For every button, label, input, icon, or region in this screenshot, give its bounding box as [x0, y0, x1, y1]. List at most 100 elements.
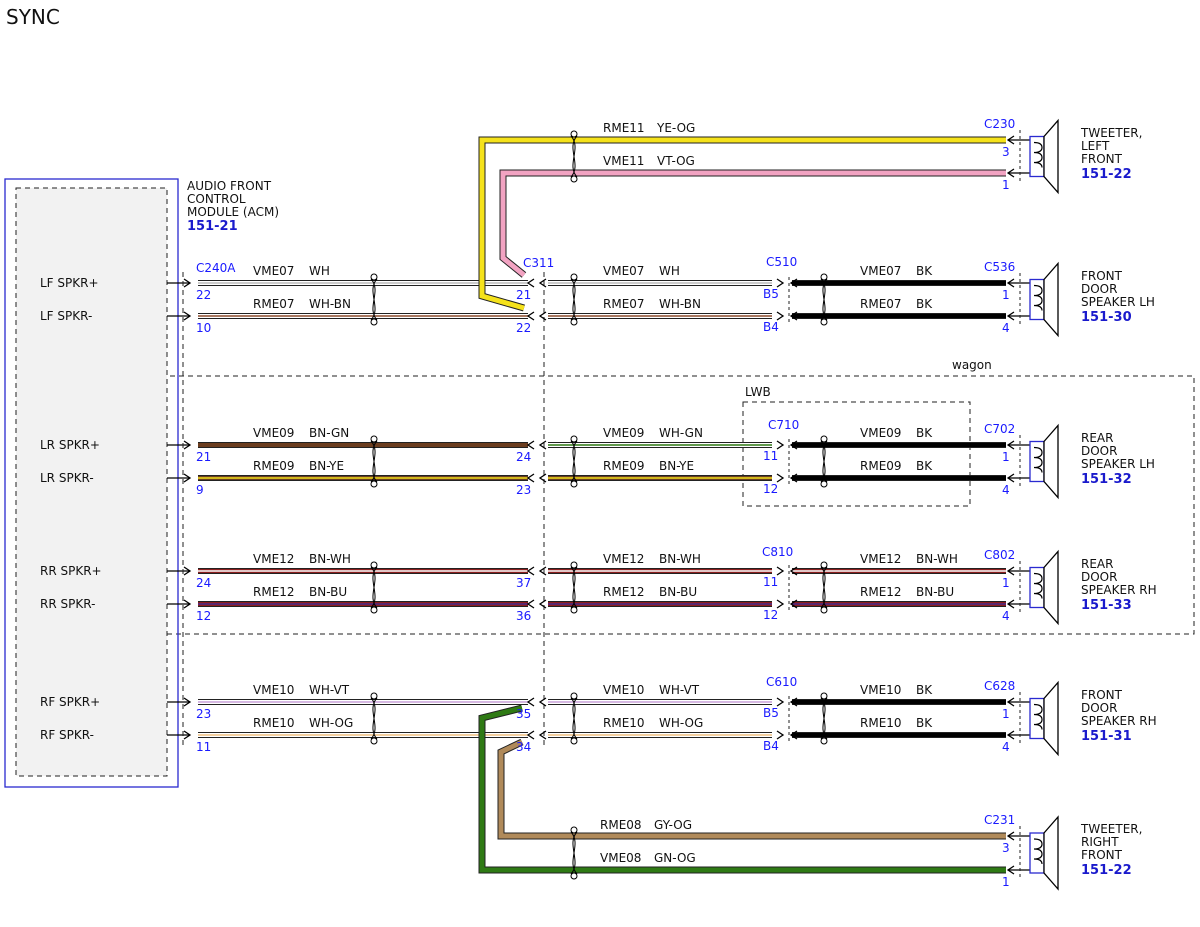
twist-top-twr: [570, 826, 578, 834]
c311-arrow-b-3: [538, 473, 547, 483]
lwb-zone: [742, 401, 971, 507]
speaker-cone-fd_rh: [1043, 680, 1059, 757]
twist-top-lr-b: [570, 435, 578, 443]
wire-color-lr_minus_a: BN-YE: [309, 459, 344, 473]
c510-label: C510: [766, 255, 797, 269]
pin-number-0: 22: [196, 288, 211, 302]
wire-circuit-rf_plus_c: VME10: [860, 683, 901, 697]
speaker-name3-rd_rh: SPEAKER RH: [1081, 583, 1157, 597]
c311-arrow-b-6: [538, 697, 547, 707]
wire-color-rr_minus_a: BN-BU: [309, 585, 347, 599]
c311-pin-1: 22: [516, 321, 531, 335]
twist-top-lr-c: [820, 435, 828, 443]
speaker-connector-fd_lh: C536: [984, 260, 1015, 274]
speaker-cone-tw_right: [1043, 815, 1059, 891]
c510-pin-a: B5: [763, 287, 779, 301]
speaker-name1-fd_rh: FRONT: [1081, 688, 1123, 702]
speaker-connector-tw_left: C230: [984, 117, 1015, 131]
speaker-pin-a-rd_lh: 1: [1002, 450, 1010, 464]
speaker-pin-b-tw_right: 1: [1002, 875, 1010, 889]
c710-arrow-1: [776, 473, 785, 483]
c311-arrow-b-5: [538, 599, 547, 609]
speaker-pin-a-fd_lh: 1: [1002, 288, 1010, 302]
speaker-name1-tw_left: TWEETER,: [1080, 126, 1142, 140]
speaker-name2-rd_rh: DOOR: [1081, 570, 1117, 584]
wire-color-lr_minus_c: BK: [916, 459, 933, 473]
c510-arrow-1: [776, 311, 785, 321]
pin-label-5: RR SPKR-: [40, 597, 95, 611]
c311-arrow-a-2: [526, 440, 535, 450]
twist-top-lf-a: [370, 273, 378, 281]
twist-bot-lr-a: [370, 480, 378, 488]
wire-circuit-lf_minus_c: RME07: [860, 297, 902, 311]
pin-number-5: 12: [196, 609, 211, 623]
c311-arrow-a-6: [526, 697, 535, 707]
wire-circuit-lr_minus_c: RME09: [860, 459, 902, 473]
speaker-name2-tw_left: LEFT: [1081, 139, 1110, 153]
c510-pin-b: B4: [763, 320, 779, 334]
pin-arrow-4: [183, 566, 192, 576]
c311-label: C311: [523, 256, 554, 270]
c610-label: C610: [766, 675, 797, 689]
c510-arrow-r-0: [789, 278, 798, 288]
wire-color-lr_plus_c: BK: [916, 426, 933, 440]
c311-pin-5: 36: [516, 609, 531, 623]
speaker-coil-rd_rh: [1033, 572, 1043, 599]
acm-name-line1: AUDIO FRONT: [187, 179, 272, 193]
pin-arrow-0: [183, 278, 192, 288]
wire-color-rr_plus_c: BN-WH: [916, 552, 958, 566]
wire-color-rr_minus_b: BN-BU: [659, 585, 697, 599]
twist-b-rf-b: [570, 697, 578, 740]
speaker-coil-rd_lh: [1033, 446, 1043, 473]
acm-name-line3: MODULE (ACM): [187, 205, 279, 219]
pin-arrow-3: [183, 473, 192, 483]
wire-circuit-lf_plus_c: VME07: [860, 264, 901, 278]
c610-arrow-0: [776, 697, 785, 707]
wire-color-tw_right_2: GN-OG: [654, 851, 696, 865]
wire-tw_left_2: [500, 170, 1006, 277]
wire-circuit-lf_minus_b: RME07: [603, 297, 645, 311]
speaker-name3-fd_lh: SPEAKER LH: [1081, 295, 1155, 309]
c311-pin-0: 21: [516, 288, 531, 302]
speaker-ref-fd_rh: 151-31: [1081, 729, 1132, 744]
c710-arrow-r-0: [789, 440, 798, 450]
c810-label: C810: [762, 545, 793, 559]
wire-color-rr_minus_c: BN-BU: [916, 585, 954, 599]
twist-bot-lr-b: [570, 480, 578, 488]
speaker-cone-rd_rh: [1043, 549, 1059, 626]
c311-arrow-a-7: [526, 730, 535, 740]
twist-top-lf-c: [820, 273, 828, 281]
speaker-ref-tw_left: 151-22: [1081, 167, 1132, 182]
twist-bot-lf-c: [820, 318, 828, 326]
twist-bot-twr: [570, 872, 578, 880]
wire-color-lf_plus_a: WH: [309, 264, 330, 278]
c311-arrow-b-4: [538, 566, 547, 576]
speaker-cone-tw_left: [1043, 118, 1059, 195]
wire-color-rr_plus_a: BN-WH: [309, 552, 351, 566]
wire-circuit-rf_minus_c: RME10: [860, 716, 902, 730]
c710-label: C710: [768, 418, 799, 432]
wire-circuit-tw_left_1: RME11: [603, 121, 645, 135]
twist-b-lf-a: [370, 278, 378, 321]
speaker-name2-tw_right: RIGHT: [1081, 835, 1119, 849]
wire-color-tw_right_1: GY-OG: [654, 818, 692, 832]
speakers-layer: C23031TWEETER,LEFTFRONT151-22C53614FRONT…: [984, 117, 1157, 891]
c311-pin-3: 23: [516, 483, 531, 497]
inline-connectors-layer: 2122242337363534C510B5B4C7101112C8101112…: [516, 255, 799, 754]
wire-circuit-rr_plus_b: VME12: [603, 552, 644, 566]
pin-number-7: 11: [196, 740, 211, 754]
pin-arrow-5: [183, 599, 192, 609]
twist-top-lf-b: [570, 273, 578, 281]
wire-color-lf_minus_c: BK: [916, 297, 933, 311]
c810-arrow-0: [776, 566, 785, 576]
wire-circuit-rf_plus_a: VME10: [253, 683, 294, 697]
twist-top-rr-a: [370, 561, 378, 569]
wire-color-lr_plus_a: BN-GN: [309, 426, 349, 440]
speaker-pin-b-rd_rh: 4: [1002, 609, 1010, 623]
wire-outline-tw_right_1: [497, 738, 1006, 840]
speaker-cone-rd_lh: [1043, 423, 1059, 500]
wire-color-tw_left_1: YE-OG: [656, 121, 695, 135]
wagon-zone-label: wagon: [952, 358, 992, 372]
